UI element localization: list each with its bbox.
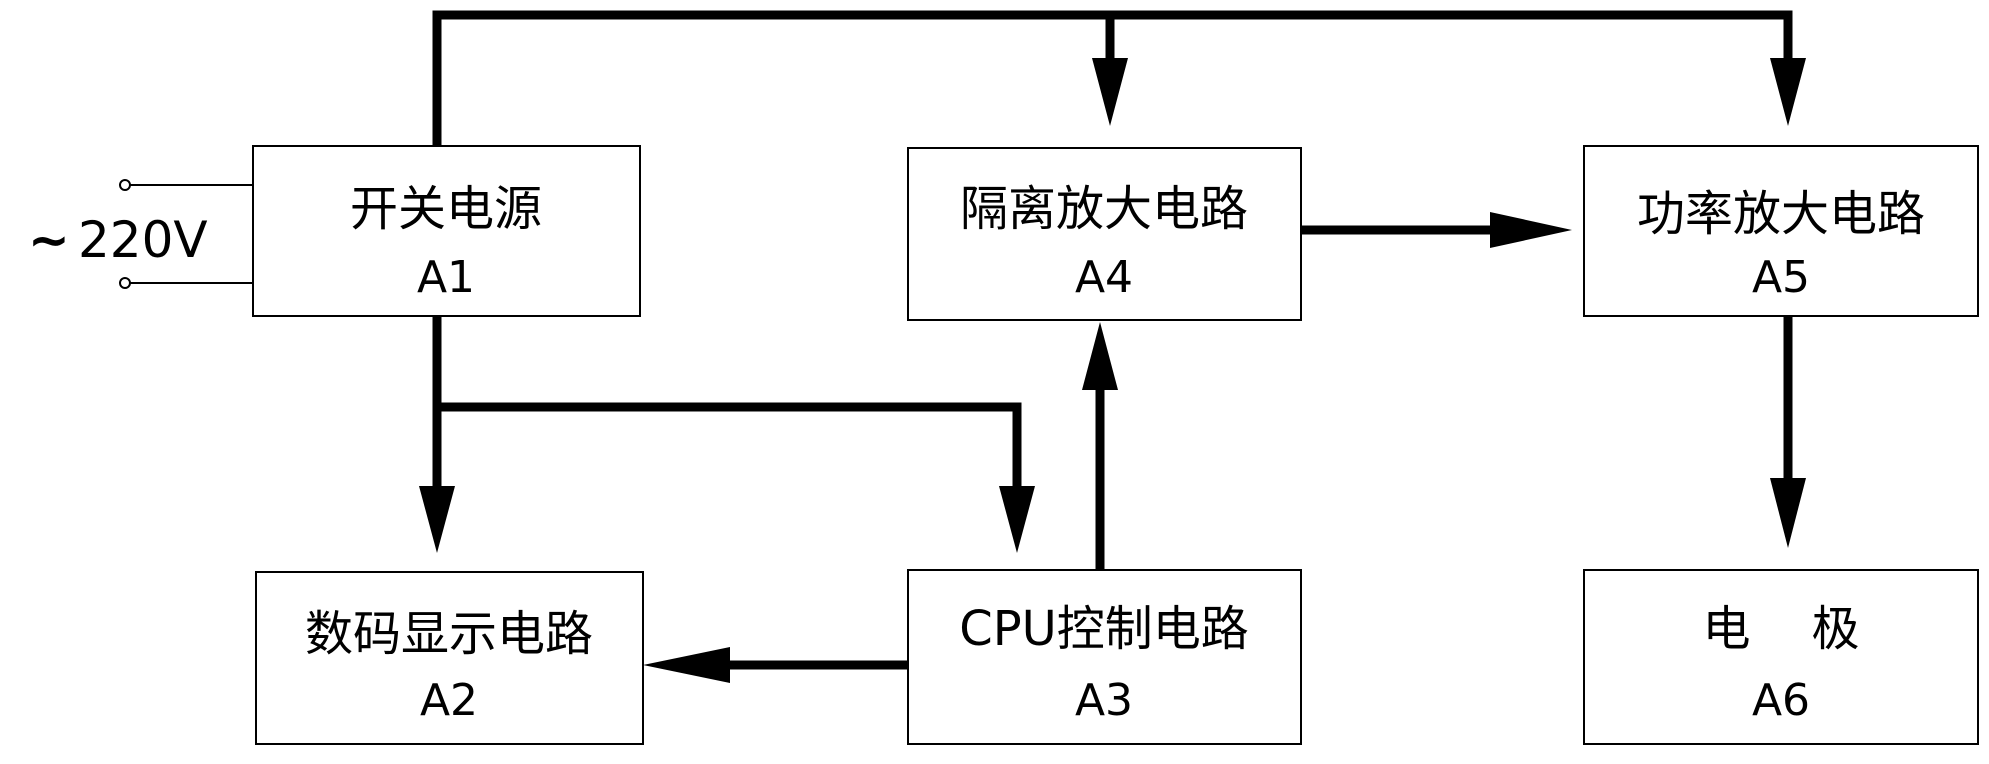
- block-a2-id: A2: [420, 675, 478, 726]
- block-a1-title: 开关电源: [350, 181, 542, 237]
- arrowhead-into-a4-top: [1092, 58, 1128, 126]
- arrowhead-into-a4-bottom: [1082, 322, 1118, 390]
- ac-input: ∼ 220V: [28, 179, 253, 289]
- ac-terminal-top: [119, 179, 131, 191]
- block-a5-power-amplifier: 功率放大电路 A5: [1583, 145, 1979, 317]
- block-a3-title: CPU控制电路: [959, 601, 1249, 657]
- arrowhead-into-a3: [999, 486, 1035, 553]
- arrowhead-into-a5-side: [1490, 212, 1572, 248]
- arrowhead-into-a6: [1770, 478, 1806, 548]
- block-a2-digital-display: 数码显示电路 A2: [255, 571, 644, 745]
- block-a5-id: A5: [1752, 252, 1810, 303]
- wire-a1-to-a3: [437, 402, 1022, 498]
- block-a5-title: 功率放大电路: [1637, 186, 1925, 242]
- arrowhead-into-a2-side: [643, 647, 730, 683]
- block-a4-id: A4: [1075, 252, 1133, 303]
- block-a3-cpu-control: CPU控制电路 A3: [907, 569, 1302, 745]
- arrowhead-into-a5: [1770, 58, 1806, 126]
- block-a3-id: A3: [1075, 675, 1133, 726]
- block-a6-title: 电 极: [1702, 601, 1859, 657]
- block-a2-title: 数码显示电路: [305, 606, 593, 662]
- block-a1-switching-power-supply: 开关电源 A1: [252, 145, 641, 317]
- ac-terminal-bottom: [119, 277, 131, 289]
- block-a1-id: A1: [417, 252, 475, 303]
- ac-voltage-label: 220V: [78, 211, 208, 269]
- arrowhead-into-a2-top: [419, 486, 455, 553]
- block-a4-isolation-amplifier: 隔离放大电路 A4: [907, 147, 1302, 321]
- block-a6-id: A6: [1752, 675, 1810, 726]
- ac-symbol: ∼: [28, 211, 70, 269]
- block-a4-title: 隔离放大电路: [960, 181, 1248, 237]
- block-a6-electrode: 电 极 A6: [1583, 569, 1979, 745]
